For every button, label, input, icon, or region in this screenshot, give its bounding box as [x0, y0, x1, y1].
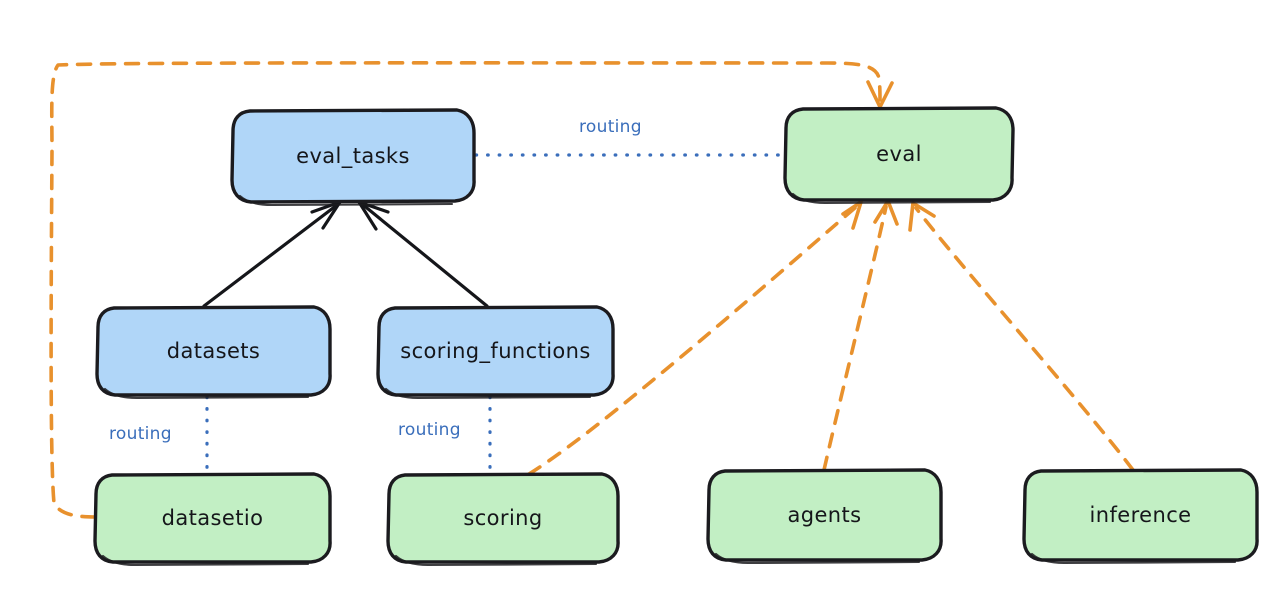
- node-eval-tasks[interactable]: [230, 108, 476, 207]
- node-datasets[interactable]: [95, 305, 332, 400]
- node-agents[interactable]: [706, 468, 943, 565]
- node-eval[interactable]: [783, 106, 1015, 205]
- edge-agents-to-eval[interactable]: [822, 199, 899, 472]
- edge-label-routing-left: routing: [109, 424, 172, 444]
- nodes-layer: [93, 106, 1259, 567]
- edge-datasets-to-eval-tasks[interactable]: [202, 200, 342, 308]
- node-scoring-functions[interactable]: [376, 305, 615, 400]
- node-inference[interactable]: [1022, 468, 1259, 565]
- edge-label-routing-middle: routing: [398, 420, 461, 440]
- arrowhead-icon: [357, 200, 390, 231]
- edge-inference-to-eval[interactable]: [908, 201, 1135, 472]
- node-scoring[interactable]: [386, 472, 620, 567]
- node-datasetio[interactable]: [93, 472, 332, 567]
- edge-scoring-functions-to-eval-tasks[interactable]: [357, 200, 489, 308]
- edge-label-routing-top: routing: [579, 117, 642, 137]
